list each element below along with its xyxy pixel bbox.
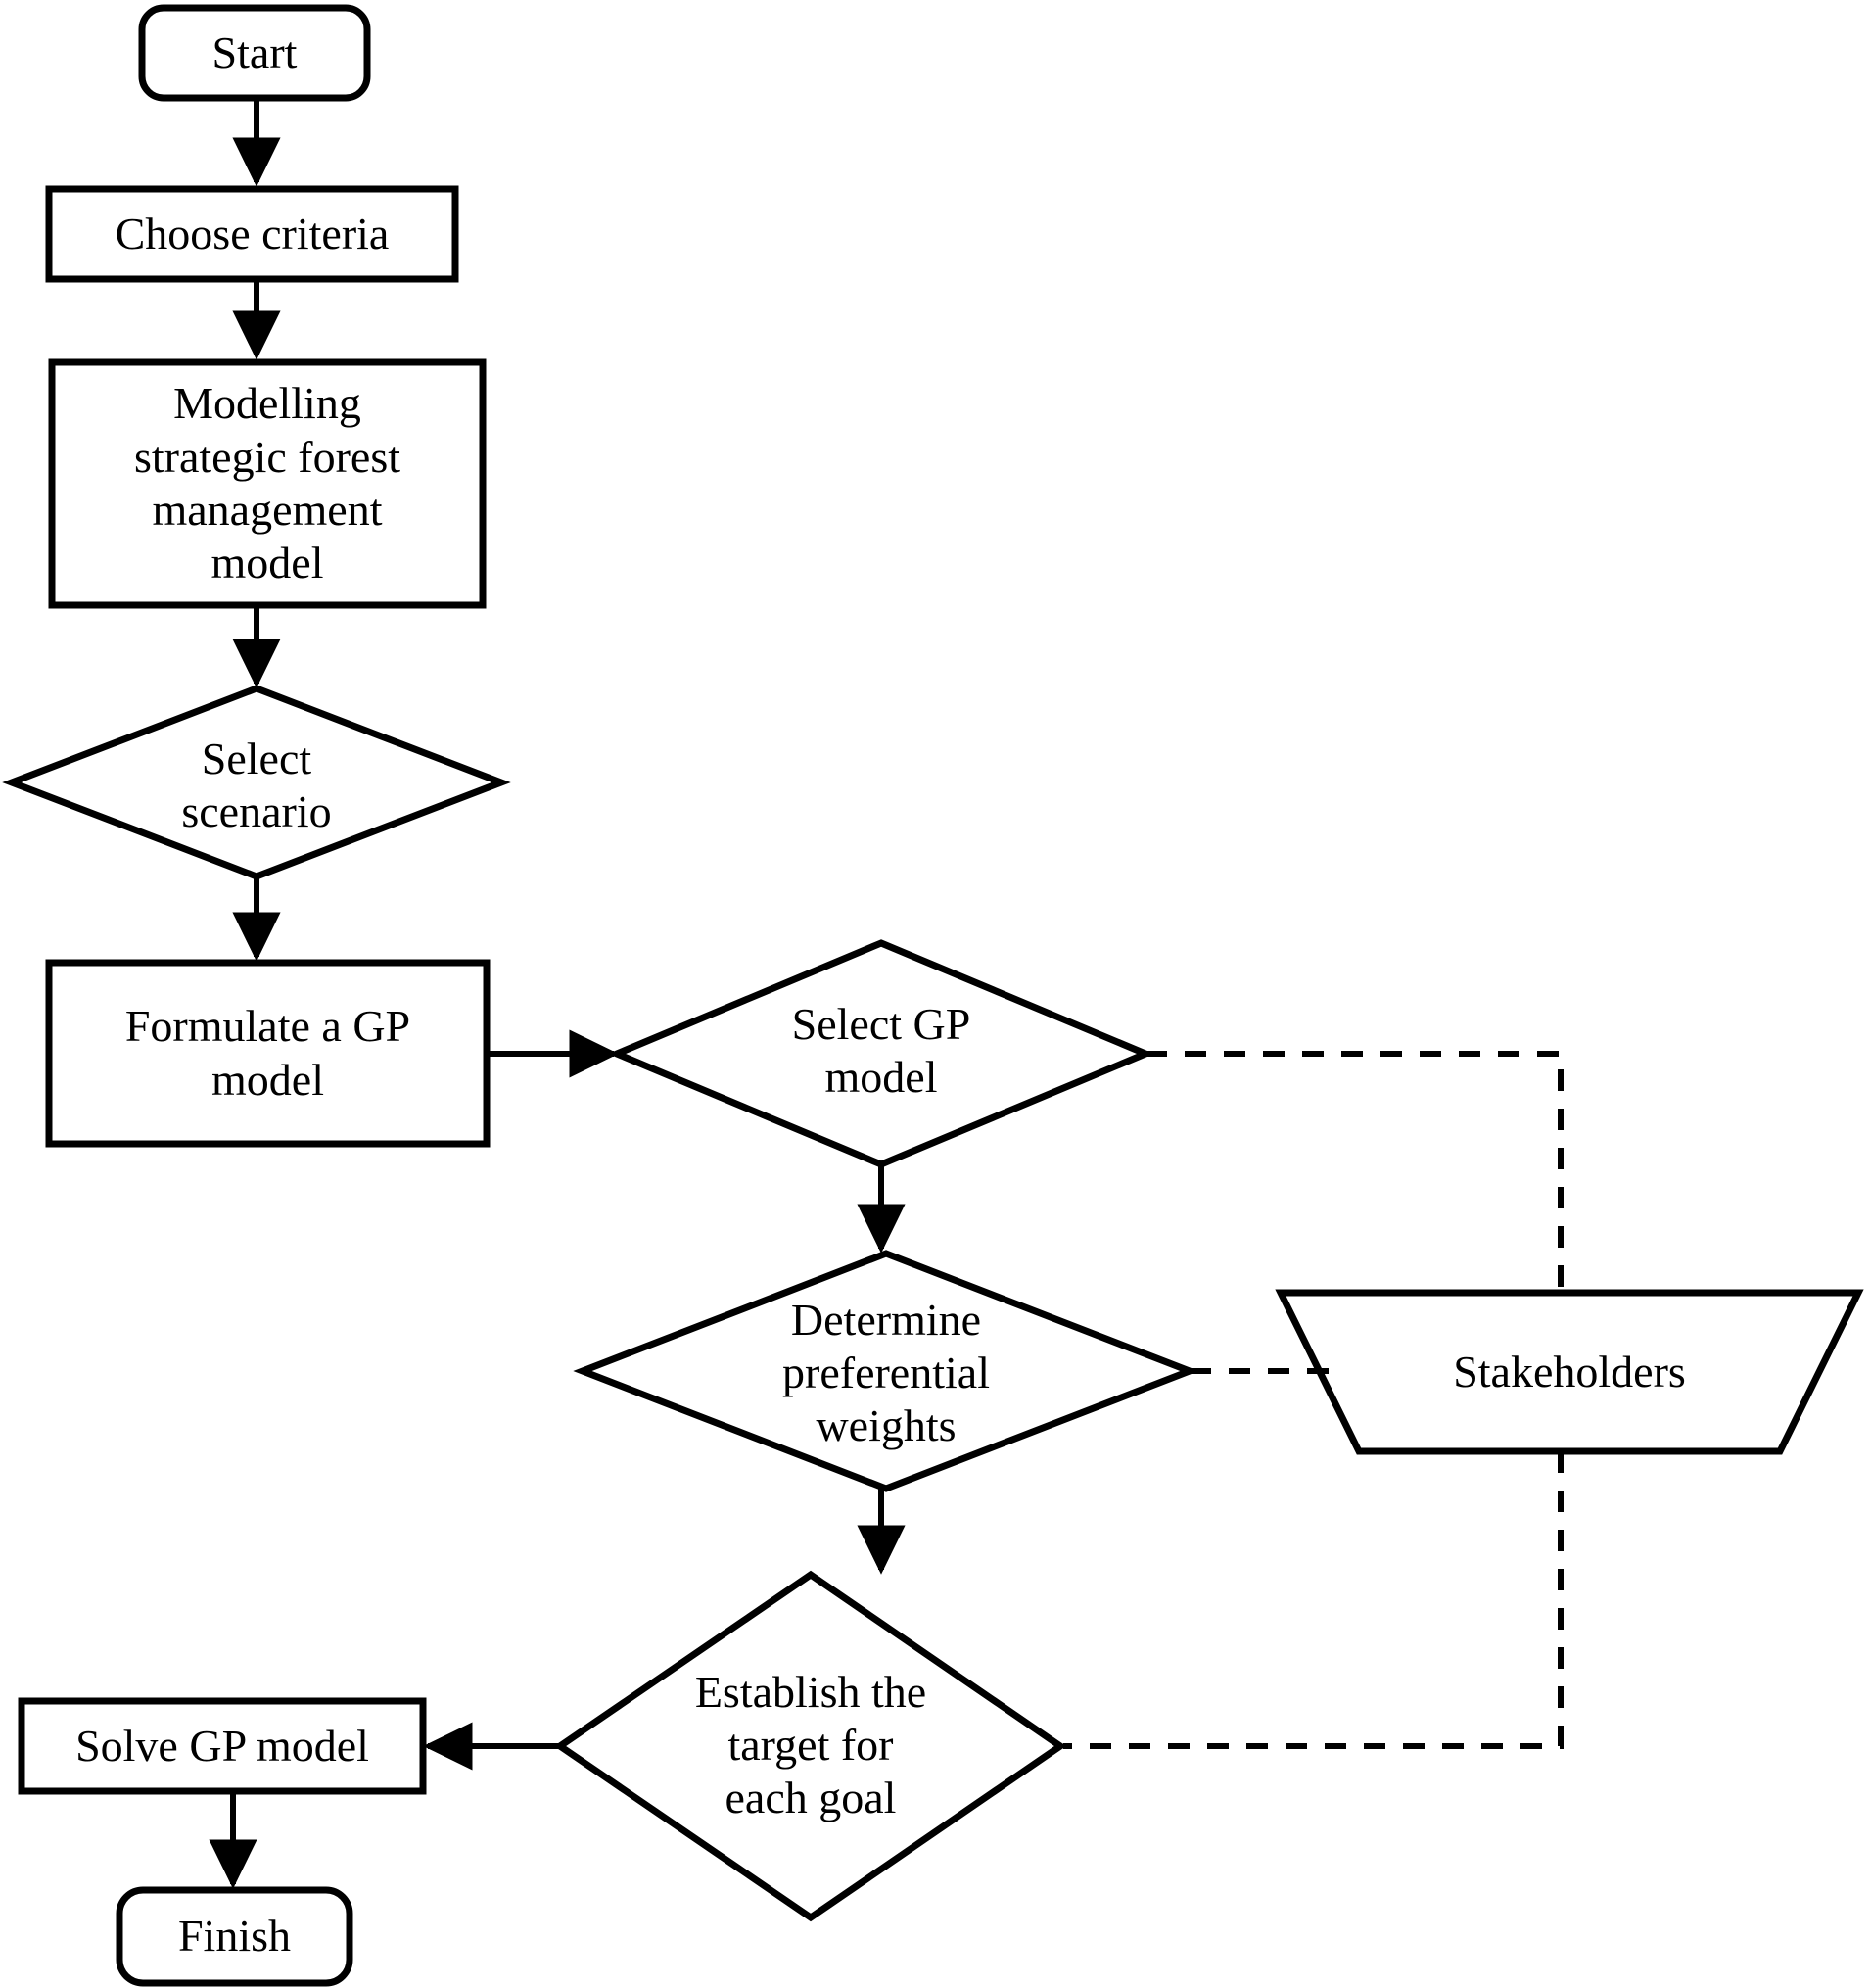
shape-finish — [116, 1886, 353, 1987]
node-start[interactable] — [142, 8, 367, 98]
shape-stakeholders — [1275, 1289, 1864, 1455]
shape-determine-preferential-weights — [573, 1250, 1199, 1492]
shape-solve-gp-model — [18, 1697, 427, 1795]
node-solve-gp-model[interactable] — [22, 1701, 423, 1791]
shape-modelling-model — [48, 358, 487, 609]
shape-choose-criteria — [45, 185, 459, 283]
connector-stakeholders-to-establish-target — [1063, 1451, 1564, 1749]
node-select-gp-model[interactable] — [617, 943, 1145, 1164]
node-determine-preferential-weights[interactable] — [583, 1254, 1190, 1489]
node-modelling-model[interactable] — [52, 362, 483, 605]
connector-select-gp-model-to-stakeholders — [1145, 1051, 1564, 1293]
node-establish-target[interactable] — [560, 1575, 1061, 1917]
node-stakeholders[interactable] — [1281, 1293, 1858, 1451]
node-finish[interactable] — [119, 1890, 350, 1983]
shape-establish-target — [553, 1570, 1067, 1922]
node-formulate-gp-model[interactable] — [49, 963, 487, 1144]
node-select-scenario[interactable] — [12, 688, 501, 876]
node-choose-criteria[interactable] — [49, 189, 455, 279]
